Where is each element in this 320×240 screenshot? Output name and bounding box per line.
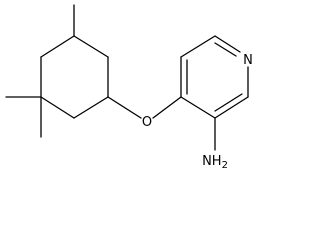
bond [40,96,75,119]
bond [180,96,216,119]
bond [73,35,109,58]
bond-o-c [152,96,182,119]
ether-oxygen-label: O [142,115,152,130]
bond [40,35,75,58]
bonds [5,4,249,151]
atom-labels: N O NH2 [142,53,253,171]
bond [73,96,109,119]
bond [180,35,216,58]
bond [214,35,241,53]
amine-label: NH2 [202,154,228,171]
bond-double-inner [214,42,237,57]
bond-c-o [107,96,142,119]
molecule-structure: N O NH2 [5,4,253,171]
bond [214,96,249,119]
bond-double-inner [214,93,243,112]
ring-nitrogen-label: N [243,53,253,68]
